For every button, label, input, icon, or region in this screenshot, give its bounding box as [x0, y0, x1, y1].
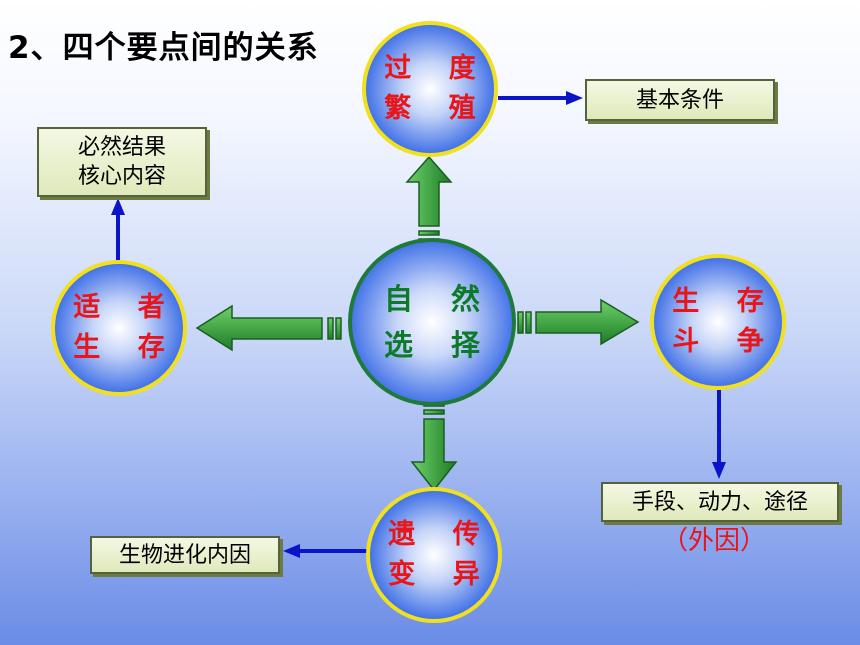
node-label-line2: 选 择	[383, 328, 495, 362]
node-heredity-variation: 遗 传 变 异	[368, 489, 500, 621]
circle-left	[51, 260, 187, 396]
node-struggle-for-existence: 生 存 斗 争	[652, 256, 784, 388]
blue-arrow-to-internal	[283, 544, 368, 558]
box-label: 手段、动力、途径	[631, 489, 808, 515]
blue-arrow-to-basic	[498, 91, 583, 105]
node-label-line1: 适 者	[73, 292, 179, 323]
box-label: 生物进化内因	[118, 542, 251, 568]
page-title: 2、四个要点间的关系	[8, 30, 319, 66]
green-arrow-right	[517, 298, 640, 346]
node-label-line2: 繁 殖	[384, 93, 490, 124]
node-label-line1: 过 度	[384, 53, 490, 84]
green-arrow-left	[195, 304, 342, 352]
node-label-line1: 生 存	[672, 286, 778, 317]
box-inevitable-result: 必然结果 核心内容	[37, 127, 207, 197]
green-arrow-up	[405, 155, 453, 244]
node-overbreeding: 过 度 繁 殖	[364, 23, 496, 155]
external-cause-note: （外因）	[662, 526, 767, 556]
node-label-line1: 遗 传	[388, 519, 494, 550]
node-label-line2: 斗 争	[672, 326, 778, 357]
box-label: 基本条件	[635, 87, 724, 113]
circle-center	[348, 238, 516, 406]
box-label-line2: 核心内容	[77, 164, 166, 189]
node-label-line1: 自 然	[383, 282, 495, 316]
node-survival-of-fittest: 适 者 生 存	[53, 262, 185, 394]
box-basic-condition: 基本条件	[585, 79, 775, 121]
node-label-line2: 变 异	[388, 559, 494, 590]
blue-arrow-to-means	[712, 390, 726, 479]
box-means-motive-path: 手段、动力、途径	[601, 482, 839, 522]
green-arrow-down	[410, 401, 458, 492]
circle-right	[650, 254, 786, 390]
node-label-line2: 生 存	[73, 332, 179, 363]
box-internal-cause: 生物进化内因	[90, 536, 280, 574]
circle-top	[362, 21, 498, 157]
node-natural-selection: 自 然 选 择	[350, 240, 514, 404]
box-label-line1: 必然结果	[77, 135, 166, 160]
circle-bottom	[366, 487, 502, 623]
blue-arrow-to-result	[111, 198, 125, 261]
